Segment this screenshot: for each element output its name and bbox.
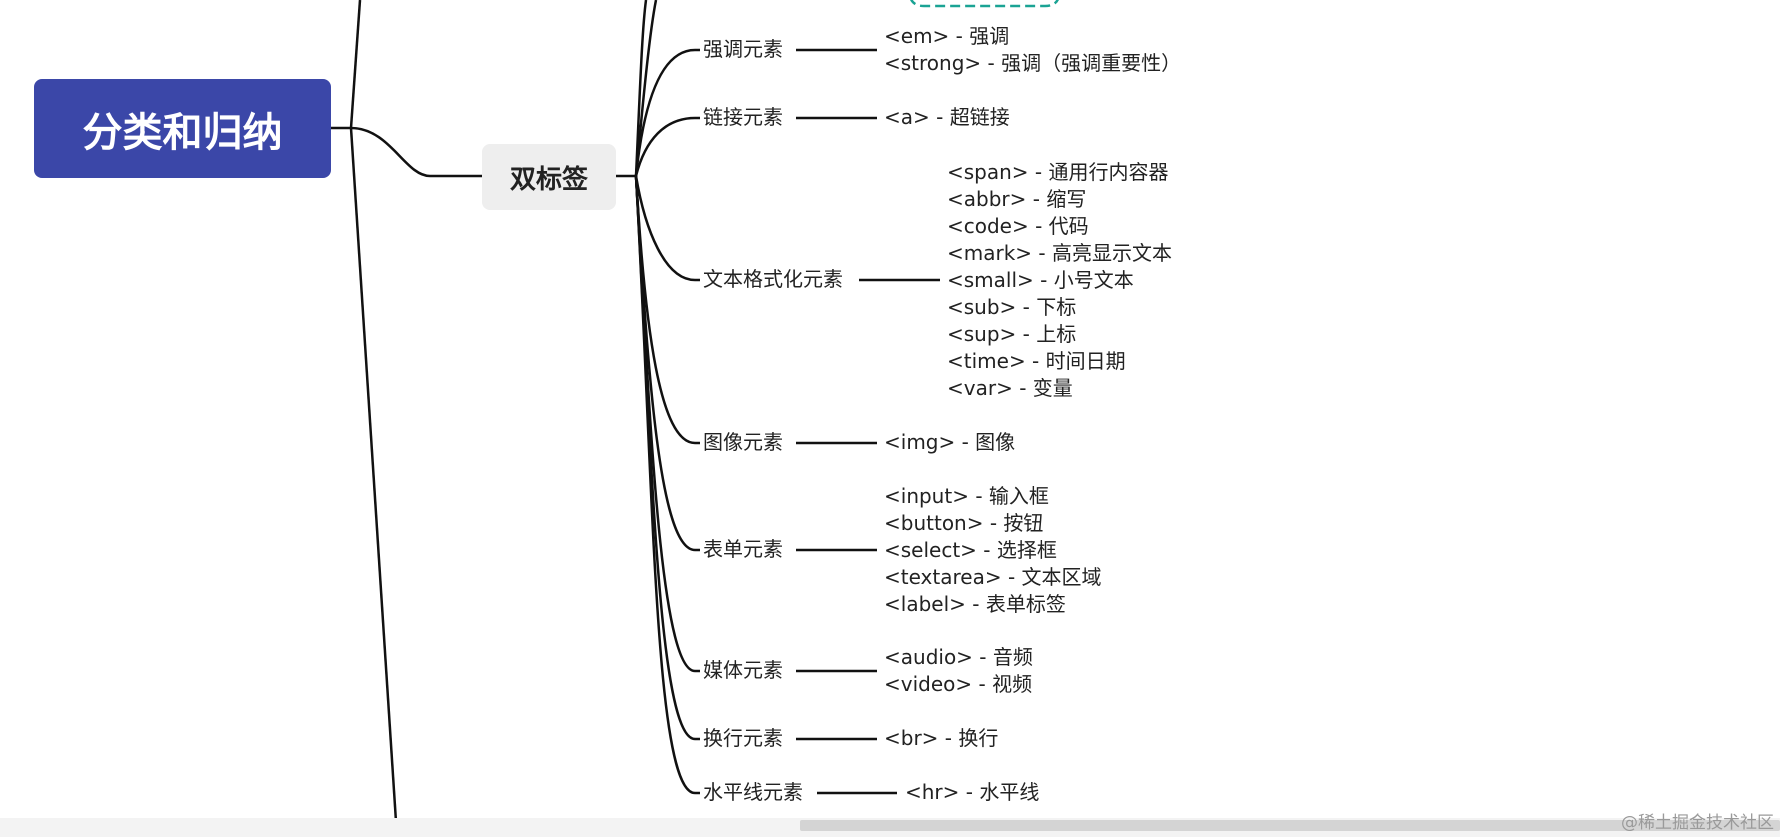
leaf-list-text-formatting: <span> - 通用行内容器 <abbr> - 缩写 <code> - 代码 … bbox=[947, 159, 1172, 402]
category-node-image[interactable]: 图像元素 bbox=[703, 430, 783, 454]
leaf-list-horizontal-rule: <hr> - 水平线 bbox=[905, 779, 1039, 806]
leaf-list-link: <a> - 超链接 bbox=[884, 104, 1010, 131]
leaf-item[interactable]: <mark> - 高亮显示文本 bbox=[947, 241, 1172, 265]
branch-强调元素 bbox=[634, 48, 700, 177]
watermark: @稀土掘金技术社区 bbox=[1621, 813, 1774, 833]
sub-node-double-tag[interactable]: 双标签 bbox=[482, 144, 616, 210]
root-spine-up bbox=[349, 0, 362, 129]
category-node-form[interactable]: 表单元素 bbox=[703, 537, 783, 561]
partial-node-dashed bbox=[910, 0, 1059, 8]
branch-媒体元素 bbox=[634, 175, 700, 673]
leaf-item[interactable]: <var> - 变量 bbox=[947, 376, 1073, 400]
root-spine-down bbox=[349, 127, 399, 837]
leaf-item[interactable]: <img> - 图像 bbox=[884, 430, 1016, 454]
leaf-item[interactable]: <code> - 代码 bbox=[947, 214, 1089, 238]
leaf-item[interactable]: <em> - 强调 bbox=[884, 24, 1010, 48]
category-node-media[interactable]: 媒体元素 bbox=[703, 658, 783, 682]
leaf-item[interactable]: <audio> - 音频 bbox=[884, 645, 1033, 669]
leaf-item[interactable]: <label> - 表单标签 bbox=[884, 592, 1066, 616]
leaf-item[interactable]: <textarea> - 文本区域 bbox=[884, 565, 1102, 589]
sub-node-label: 双标签 bbox=[509, 164, 588, 195]
leaf-item[interactable]: <sup> - 上标 bbox=[947, 322, 1077, 346]
leaf-item[interactable]: <time> - 时间日期 bbox=[947, 349, 1126, 373]
branch-up-1 bbox=[634, 0, 648, 177]
category-node-text-formatting[interactable]: 文本格式化元素 bbox=[703, 267, 843, 291]
leaf-item[interactable]: <sub> - 下标 bbox=[947, 295, 1077, 319]
category-node-horizontal-rule[interactable]: 水平线元素 bbox=[703, 780, 803, 804]
leaf-list-form: <input> - 输入框 <button> - 按钮 <select> - 选… bbox=[884, 483, 1102, 618]
leaf-item[interactable]: <br> - 换行 bbox=[884, 726, 999, 750]
category-node-line-break[interactable]: 换行元素 bbox=[703, 726, 783, 750]
leaf-item[interactable]: <abbr> - 缩写 bbox=[947, 187, 1087, 211]
leaf-item[interactable]: <input> - 输入框 bbox=[884, 484, 1049, 508]
branch-换行元素 bbox=[634, 175, 700, 741]
branch-水平线元素 bbox=[634, 175, 700, 795]
root-node-label: 分类和归纳 bbox=[82, 109, 283, 156]
leaf-item[interactable]: <span> - 通用行内容器 bbox=[947, 160, 1169, 184]
branch-链接元素 bbox=[634, 116, 700, 177]
leaf-list-line-break: <br> - 换行 bbox=[884, 725, 998, 752]
leaf-item[interactable]: <button> - 按钮 bbox=[884, 511, 1044, 535]
branch-文本格式化元素 bbox=[634, 175, 700, 282]
category-node-emphasis[interactable]: 强调元素 bbox=[703, 37, 783, 61]
leaf-item[interactable]: <a> - 超链接 bbox=[884, 105, 1010, 129]
leaf-list-image: <img> - 图像 bbox=[884, 429, 1015, 456]
leaf-item[interactable]: <small> - 小号文本 bbox=[947, 268, 1134, 292]
root-to-sub-connector bbox=[350, 126, 482, 178]
leaf-item[interactable]: <hr> - 水平线 bbox=[905, 780, 1040, 804]
leaf-list-emphasis: <em> - 强调 <strong> - 强调（强调重要性） bbox=[884, 23, 1181, 77]
leaf-item[interactable]: <strong> - 强调（强调重要性） bbox=[884, 51, 1182, 75]
horizontal-scrollbar-thumb[interactable] bbox=[800, 820, 1780, 831]
leaf-item[interactable]: <video> - 视频 bbox=[884, 672, 1033, 696]
root-node[interactable]: 分类和归纳 bbox=[34, 79, 331, 178]
category-node-link[interactable]: 链接元素 bbox=[703, 105, 783, 129]
leaf-list-media: <audio> - 音频 <video> - 视频 bbox=[884, 644, 1033, 698]
leaf-item[interactable]: <select> - 选择框 bbox=[884, 538, 1057, 562]
